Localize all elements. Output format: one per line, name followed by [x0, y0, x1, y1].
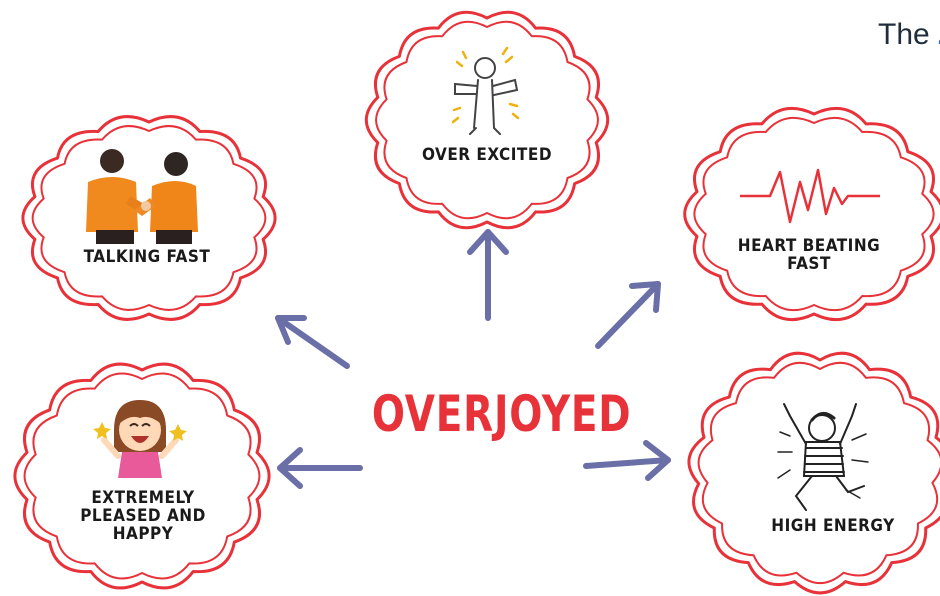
cloud-outline-inner	[375, 20, 599, 220]
node-label-talking-fast: TALKING FAST	[83, 247, 211, 267]
node-label-extremely-pleased: EXTREMELY PLEASED AND HAPPY	[80, 488, 206, 544]
cloud-outline-outer	[683, 106, 940, 322]
jumping-person-icon	[777, 403, 869, 511]
cloud-outline-outer	[364, 10, 610, 230]
arrow-to-over-excited	[467, 229, 509, 321]
cloud-outline-inner	[23, 372, 261, 580]
brand-mark: Z	[938, 18, 940, 51]
cloud-talking-fast	[21, 115, 277, 321]
node-label-high-energy: HIGH ENERGY	[771, 516, 895, 536]
cloud-outline-inner	[697, 361, 940, 585]
excited-person-icon	[451, 46, 520, 135]
arrow-to-extremely-pleased	[277, 447, 363, 489]
arrow-to-high-energy	[583, 440, 671, 481]
node-label-heart-beating: HEART BEATING FAST	[737, 236, 881, 274]
cloud-outline-outer	[21, 115, 277, 321]
arrow-to-heart-beating	[595, 281, 661, 349]
center-title: OVERJOYED	[371, 385, 632, 443]
laughing-girl-icon	[93, 400, 187, 478]
two-people-talking-icon	[86, 149, 198, 244]
heartbeat-line-icon	[740, 168, 880, 224]
arrow-to-talking-fast	[275, 315, 350, 369]
brand-logo: The Z	[878, 18, 940, 52]
node-label-over-excited: OVER EXCITED	[421, 145, 553, 165]
brand-text: The	[878, 18, 930, 51]
cloud-outline-inner	[31, 125, 267, 311]
cloud-heart-beating	[683, 106, 940, 322]
cloud-outline-inner	[693, 116, 935, 312]
cloud-over-excited	[364, 10, 610, 230]
